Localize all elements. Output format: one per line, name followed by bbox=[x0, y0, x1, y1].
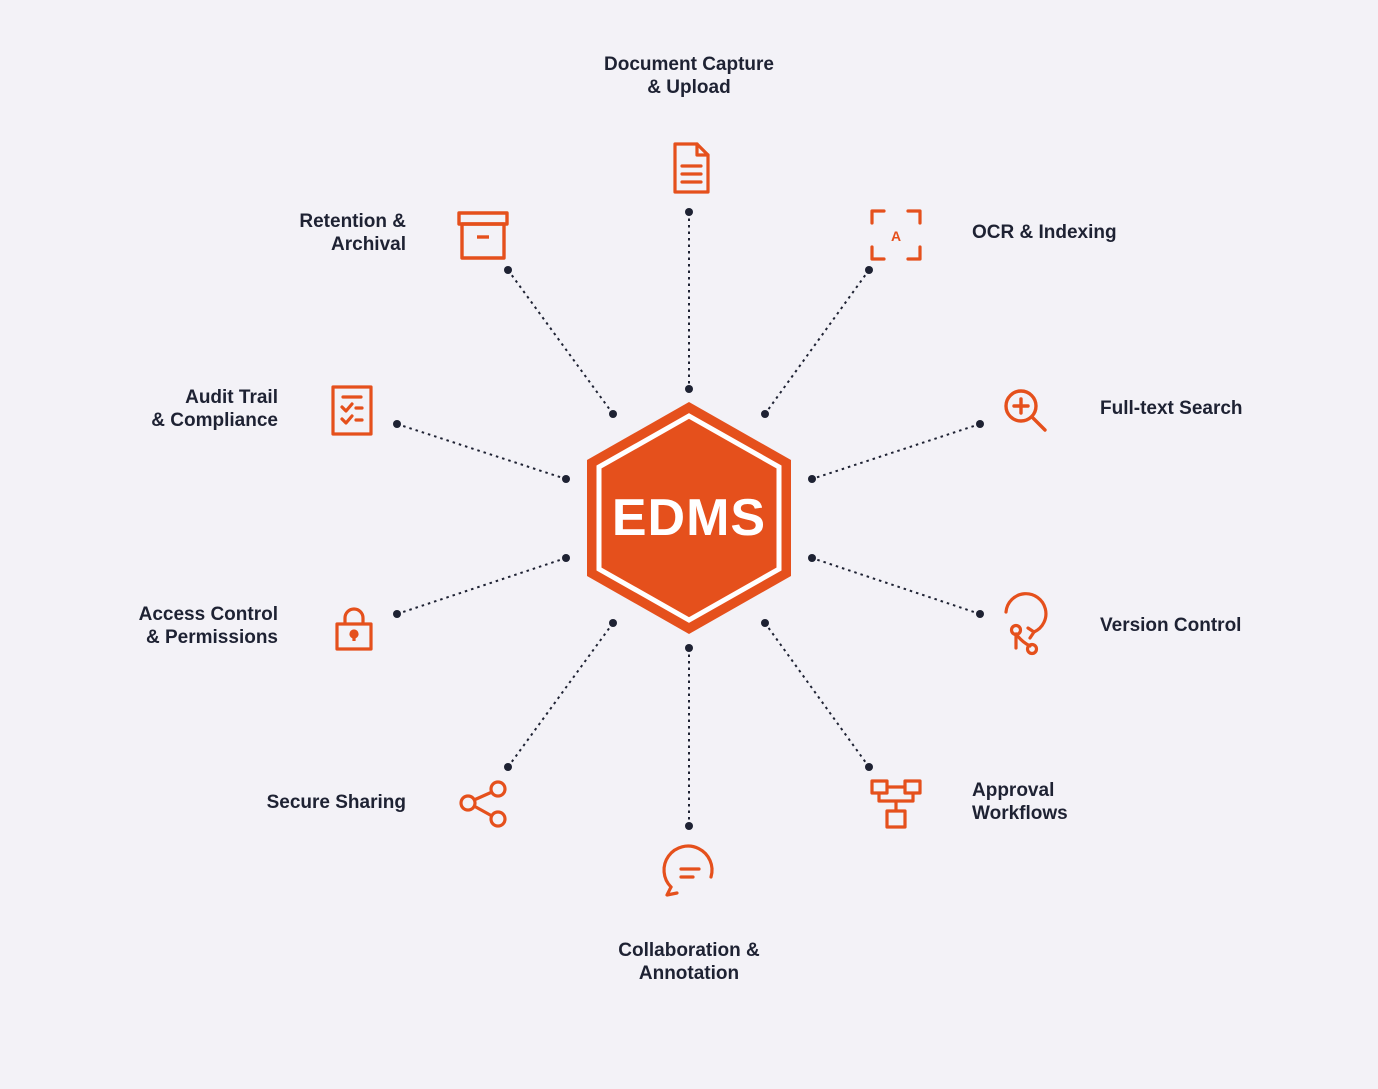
connector-dot-inner-collab bbox=[685, 644, 693, 652]
connector-dot-inner-version bbox=[808, 554, 816, 562]
connector-audit bbox=[396, 423, 567, 480]
connector-dot-outer-collab bbox=[685, 822, 693, 830]
archive-box-icon bbox=[457, 211, 509, 260]
connector-dot-outer-retention bbox=[504, 266, 512, 274]
connector-dot-outer-search bbox=[976, 420, 984, 428]
comment-icon bbox=[662, 844, 714, 897]
connectors bbox=[393, 208, 984, 830]
feature-label-version: Version Control bbox=[1100, 614, 1241, 637]
feature-label-line: Workflows bbox=[972, 803, 1068, 824]
connector-dot-outer-access bbox=[393, 610, 401, 618]
connector-dot-outer-version bbox=[976, 610, 984, 618]
connector-access bbox=[396, 557, 567, 615]
feature-label-line: Annotation bbox=[638, 963, 740, 984]
feature-label-line: & Compliance bbox=[151, 410, 278, 431]
feature-label-retention: Retention &Archival bbox=[299, 210, 406, 256]
feature-label-line: OCR & Indexing bbox=[972, 222, 1117, 243]
feature-label-line: Access Control bbox=[138, 604, 278, 625]
feature-label-search: Full-text Search bbox=[1100, 397, 1243, 420]
connector-dot-outer-audit bbox=[393, 420, 401, 428]
connector-version bbox=[811, 557, 981, 615]
feature-label-access: Access Control& Permissions bbox=[139, 603, 278, 649]
feature-label-line: & Upload bbox=[647, 77, 731, 98]
workflow-icon bbox=[870, 779, 922, 829]
lock-icon bbox=[335, 607, 373, 651]
feature-label-line: Document Capture bbox=[604, 54, 774, 75]
connector-dot-inner-sharing bbox=[609, 619, 617, 627]
share-icon bbox=[459, 780, 507, 828]
checklist-icon bbox=[331, 385, 373, 436]
feature-label-line: Collaboration & bbox=[618, 940, 760, 961]
feature-label-line: Secure Sharing bbox=[266, 792, 406, 813]
connector-dot-inner-approval bbox=[761, 619, 769, 627]
magnify-plus-icon bbox=[1004, 389, 1047, 432]
connector-approval bbox=[764, 622, 870, 768]
feature-label-line: Version Control bbox=[1100, 615, 1242, 636]
connector-dot-inner-capture bbox=[685, 385, 693, 393]
connector-dot-outer-sharing bbox=[504, 763, 512, 771]
connector-dot-outer-capture bbox=[685, 208, 693, 216]
hub-label: EDMS bbox=[611, 489, 767, 547]
feature-label-sharing: Secure Sharing bbox=[267, 791, 406, 814]
feature-label-line: Audit Trail bbox=[185, 387, 278, 408]
connector-search bbox=[811, 423, 981, 480]
feature-label-audit: Audit Trail& Compliance bbox=[151, 386, 278, 432]
connector-dot-inner-access bbox=[562, 554, 570, 562]
feature-label-line: & Permissions bbox=[146, 627, 278, 648]
feature-label-line: Archival bbox=[331, 234, 406, 255]
connector-retention bbox=[507, 269, 614, 415]
feature-label-line: Approval bbox=[972, 780, 1055, 801]
edms-hub bbox=[587, 402, 791, 634]
connector-dot-inner-audit bbox=[562, 475, 570, 483]
feature-label-line: Retention & bbox=[299, 211, 406, 232]
feature-label-capture: Document Capture& Upload bbox=[604, 53, 774, 99]
connector-ocr bbox=[764, 269, 870, 415]
connector-dot-inner-retention bbox=[609, 410, 617, 418]
svg-text:A: A bbox=[891, 228, 901, 244]
feature-label-line: Full-text Search bbox=[1100, 398, 1243, 419]
connector-sharing bbox=[507, 622, 614, 768]
connector-dot-inner-ocr bbox=[761, 410, 769, 418]
feature-label-collab: Collaboration &Annotation bbox=[618, 939, 759, 985]
ocr-scan-icon: A bbox=[870, 209, 922, 261]
document-icon bbox=[673, 142, 710, 194]
feature-label-ocr: OCR & Indexing bbox=[972, 221, 1117, 244]
connector-dot-outer-approval bbox=[865, 763, 873, 771]
version-history-icon bbox=[1004, 592, 1048, 656]
connector-dot-inner-search bbox=[808, 475, 816, 483]
connector-dot-outer-ocr bbox=[865, 266, 873, 274]
